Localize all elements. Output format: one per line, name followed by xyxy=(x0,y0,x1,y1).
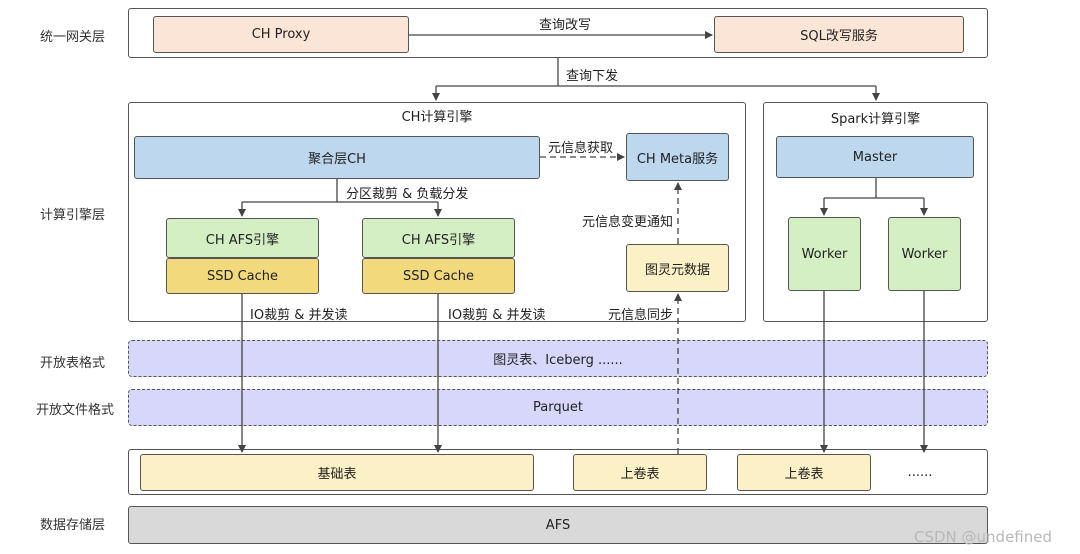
base-table-box: 基础表 xyxy=(140,454,534,491)
ssd-cache-box-1: SSD Cache xyxy=(166,258,319,294)
edge-label-io-1: IO裁剪 & 并发读 xyxy=(250,308,348,323)
spark-engine-title: Spark计算引擎 xyxy=(830,112,921,127)
worker-box-1: Worker xyxy=(788,217,861,291)
layer-label-table-format: 开放表格式 xyxy=(40,356,106,371)
edge-label-partition: 分区裁剪 & 负载分发 xyxy=(346,187,469,202)
edge-label-meta-sync: 元信息同步 xyxy=(608,308,674,323)
master-box: Master xyxy=(776,136,974,178)
file-format-band: Parquet xyxy=(128,389,988,426)
afs-storage-box: AFS xyxy=(128,506,988,544)
layer-label-storage: 数据存储层 xyxy=(40,518,106,533)
edge-label-rewrite: 查询改写 xyxy=(539,18,592,33)
worker-box-2: Worker xyxy=(888,217,961,291)
tuling-meta-box: 图灵元数据 xyxy=(626,244,729,292)
layer-label-gateway: 统一网关层 xyxy=(40,30,106,45)
agg-ch-box: 聚合层CH xyxy=(134,136,540,179)
layer-label-file-format: 开放文件格式 xyxy=(36,403,115,418)
edge-label-dispatch: 查询下发 xyxy=(566,69,619,84)
edge-label-meta-change: 元信息变更通知 xyxy=(582,215,674,230)
table-format-band: 图灵表、Iceberg ...... xyxy=(128,340,988,377)
watermark: CSDN @undefined xyxy=(914,528,1053,546)
edge-label-io-2: IO裁剪 & 并发读 xyxy=(448,308,546,323)
afs-engine-box-1: CH AFS引擎 xyxy=(166,218,319,258)
ch-engine-title: CH计算引擎 xyxy=(401,110,473,125)
sql-rewrite-box: SQL改写服务 xyxy=(714,16,964,53)
ssd-cache-box-2: SSD Cache xyxy=(362,258,515,294)
more-tables-ellipsis: ...... xyxy=(907,465,933,480)
ch-meta-box: CH Meta服务 xyxy=(626,133,729,181)
afs-engine-box-2: CH AFS引擎 xyxy=(362,218,515,258)
rollup-table-box-2: 上卷表 xyxy=(737,454,871,491)
layer-label-compute: 计算引擎层 xyxy=(40,208,106,223)
rollup-table-box-1: 上卷表 xyxy=(573,454,707,491)
edge-label-meta-fetch: 元信息获取 xyxy=(548,141,614,156)
ch-proxy-box: CH Proxy xyxy=(153,16,409,53)
